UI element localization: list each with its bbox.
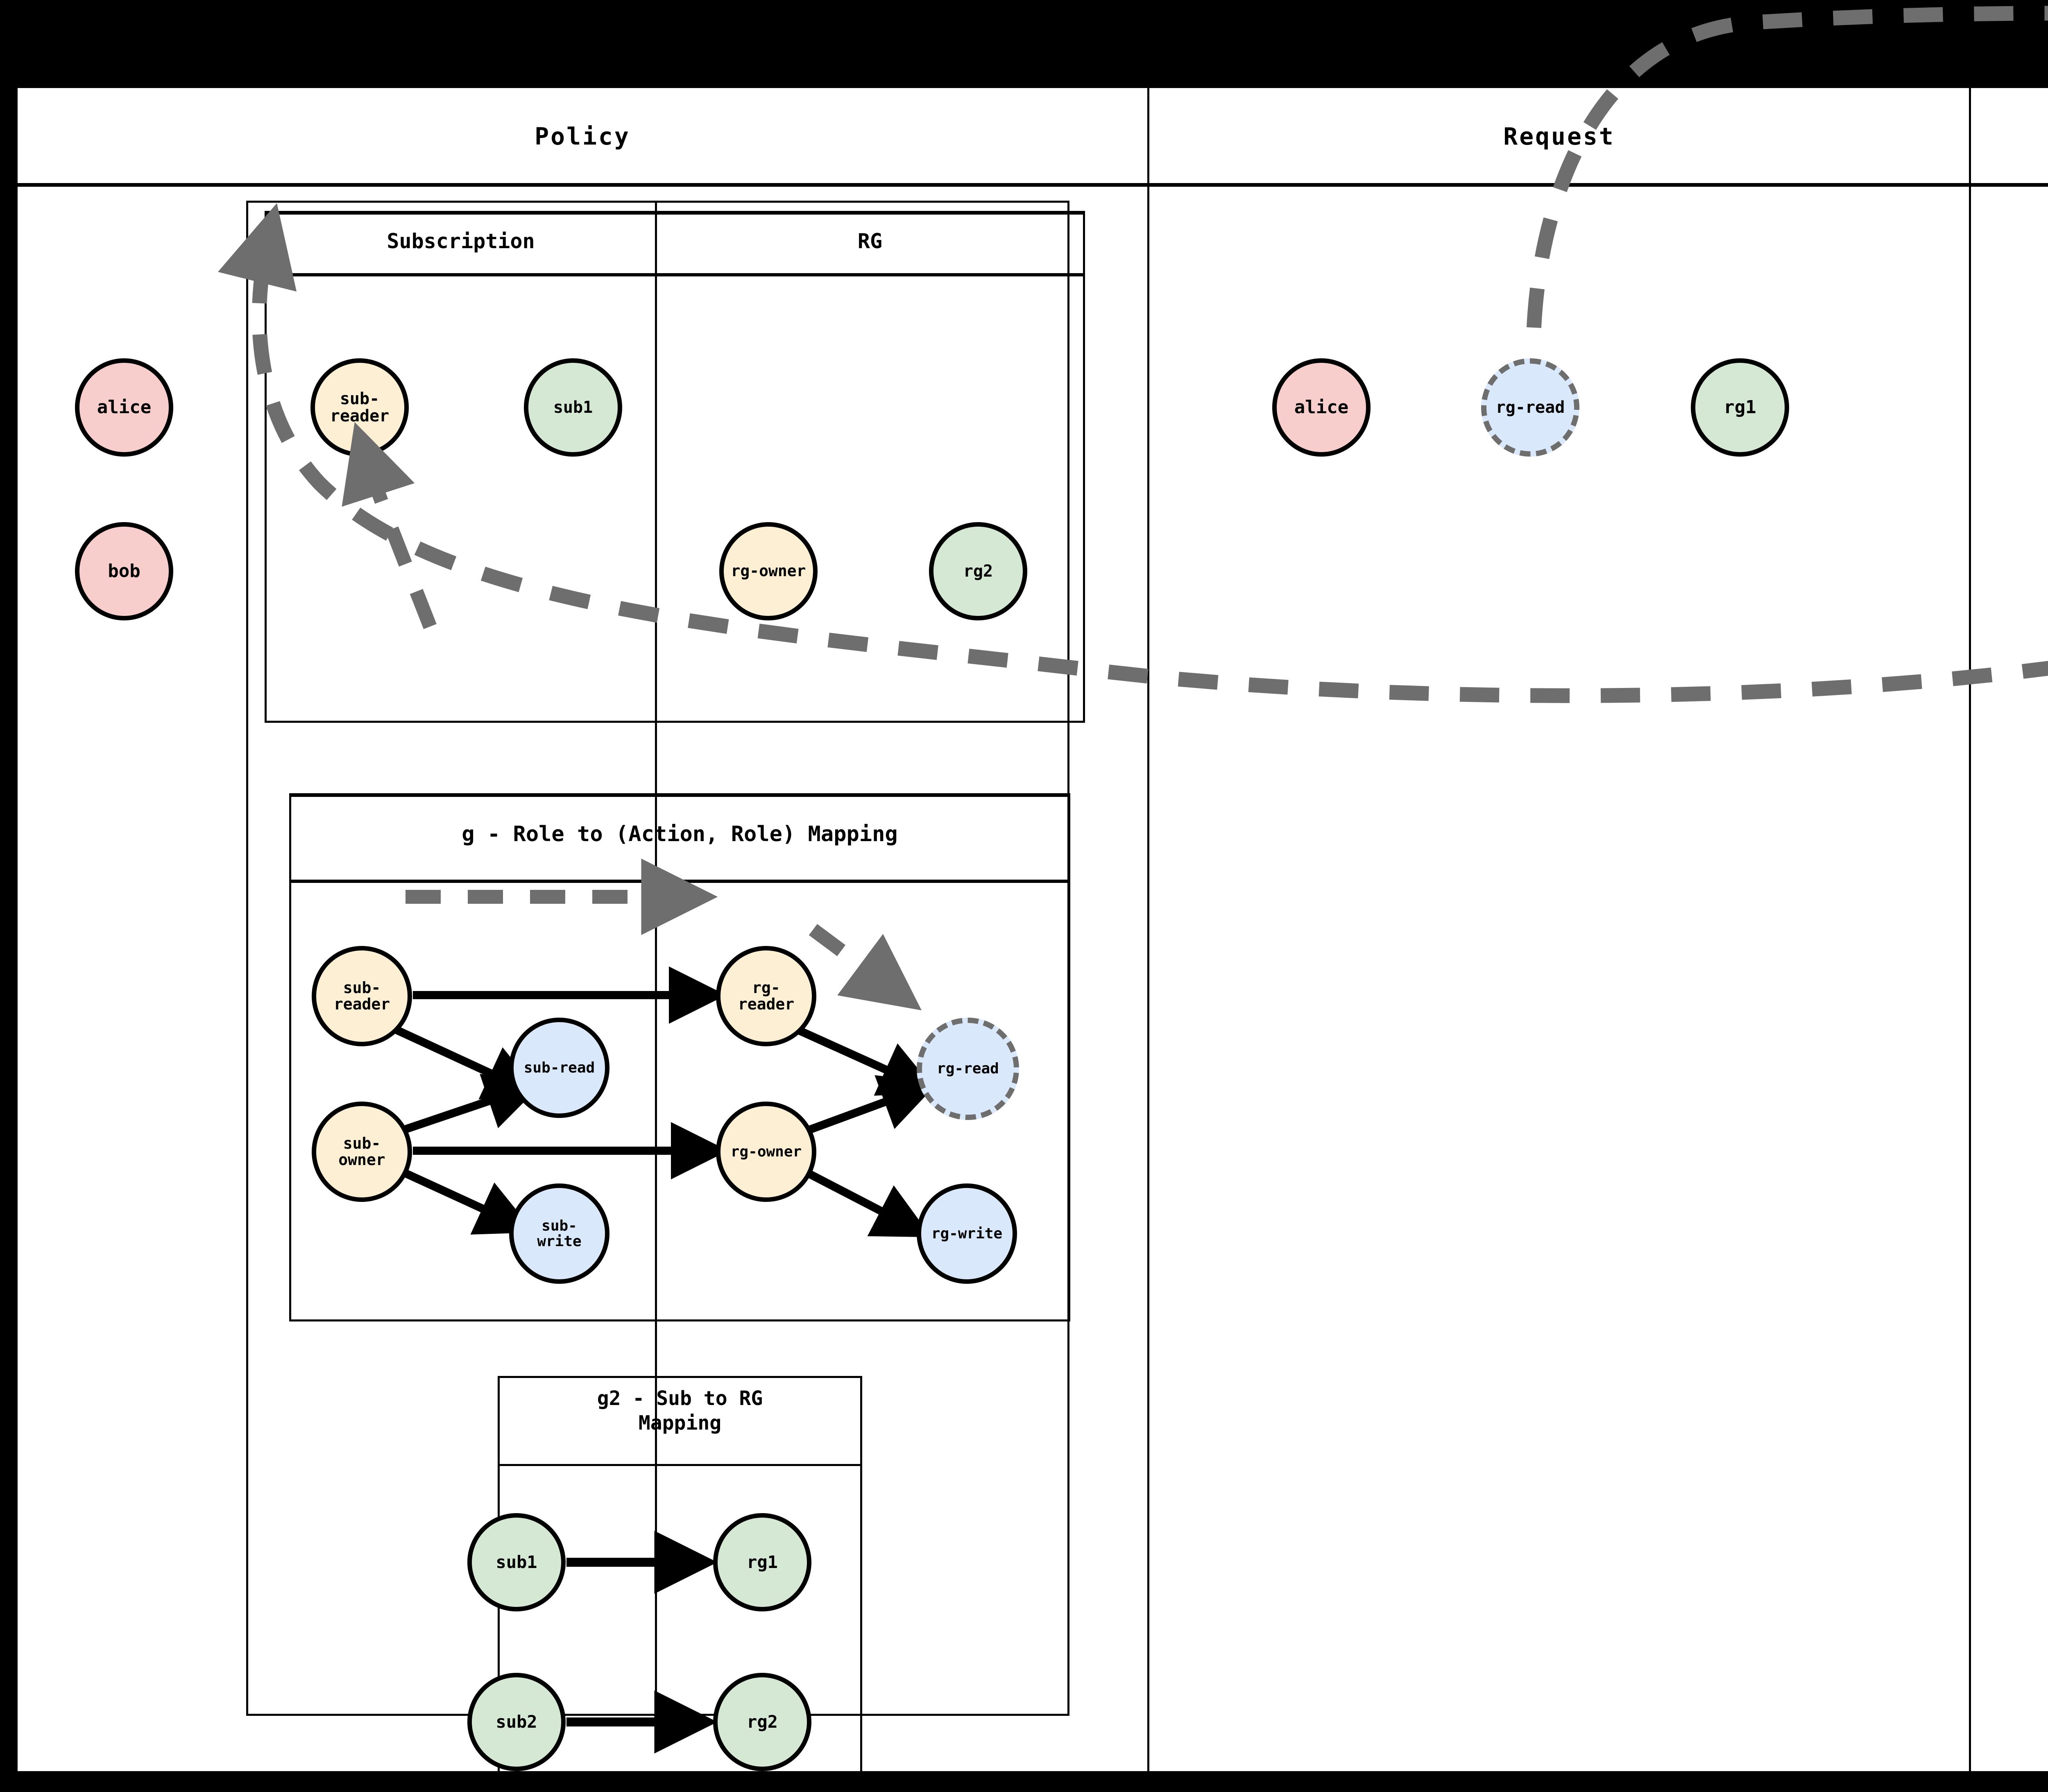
g2-mapping-title: g2 - Sub to RG Mapping xyxy=(597,1387,763,1435)
request-node-rg1[interactable]: rg1 xyxy=(1691,358,1789,457)
g-mapping-title: g - Role to (Action, Role) Mapping xyxy=(462,822,898,846)
policy-node-rg2[interactable]: rg2 xyxy=(929,522,1027,620)
request-node-rg-read[interactable]: rg-read xyxy=(1481,358,1579,457)
table-header-subscription: Subscription xyxy=(387,229,535,253)
panel-header-separator xyxy=(18,183,2048,187)
panel-divider-request-matching xyxy=(1969,88,1971,1771)
policy-node-sub1[interactable]: sub1 xyxy=(524,358,622,457)
g-box-top-border xyxy=(289,793,1070,797)
policy-node-sub-reader[interactable]: sub- reader xyxy=(310,358,409,457)
panel-title-matching: Matching xyxy=(1971,122,2048,150)
diagram-canvas: Policy Request Matching alice bob Subscr… xyxy=(18,88,2048,1792)
g2-box-title-bottom-border xyxy=(498,1464,862,1466)
g-box-title-bottom-border xyxy=(289,880,1070,883)
subscription-rg-table xyxy=(265,211,1085,723)
table-header-bottom-border xyxy=(265,273,1085,276)
table-bottom-border xyxy=(265,721,1085,723)
g-node-rg-write[interactable]: rg-write xyxy=(917,1183,1017,1284)
matching-caption-subject: r.sub == p.sub xyxy=(2012,493,2048,510)
table-top-border xyxy=(265,211,1085,215)
policy-node-rg-owner[interactable]: rg-owner xyxy=(719,522,818,620)
g-node-sub-reader[interactable]: sub- reader xyxy=(312,946,412,1046)
policy-node-alice[interactable]: alice xyxy=(75,358,173,457)
table-header-rg: RG xyxy=(857,229,883,253)
panel-divider-policy-request xyxy=(1147,88,1149,1771)
g-node-rg-owner[interactable]: rg-owner xyxy=(716,1102,816,1202)
policy-node-bob[interactable]: bob xyxy=(75,522,173,620)
table-right-border xyxy=(1083,211,1085,723)
g-box-left-border xyxy=(289,793,291,1321)
table-column-divider xyxy=(655,211,657,723)
policy-container-column-divider xyxy=(655,201,657,1716)
g2-node-sub1[interactable]: sub1 xyxy=(467,1513,566,1611)
g2-box-right-border xyxy=(860,1376,862,1792)
request-node-alice[interactable]: alice xyxy=(1272,358,1371,457)
g-node-rg-reader[interactable]: rg- reader xyxy=(716,946,816,1046)
table-left-border xyxy=(265,211,267,723)
g-node-rg-read[interactable]: rg-read xyxy=(917,1018,1019,1120)
g-box-bottom-border xyxy=(289,1319,1070,1321)
g-node-sub-read[interactable]: sub-read xyxy=(509,1018,609,1118)
g2-node-sub2[interactable]: sub2 xyxy=(467,1673,566,1771)
g2-box-top-border xyxy=(498,1376,862,1378)
g-node-sub-owner[interactable]: sub- owner xyxy=(312,1102,412,1202)
g-node-sub-write[interactable]: sub- write xyxy=(509,1183,609,1284)
g-box-right-border xyxy=(1068,793,1070,1321)
panel-title-request: Request xyxy=(1503,122,1615,150)
panel-title-policy: Policy xyxy=(535,122,630,150)
g2-node-rg1[interactable]: rg1 xyxy=(713,1513,811,1611)
g2-node-rg2[interactable]: rg2 xyxy=(713,1673,811,1771)
